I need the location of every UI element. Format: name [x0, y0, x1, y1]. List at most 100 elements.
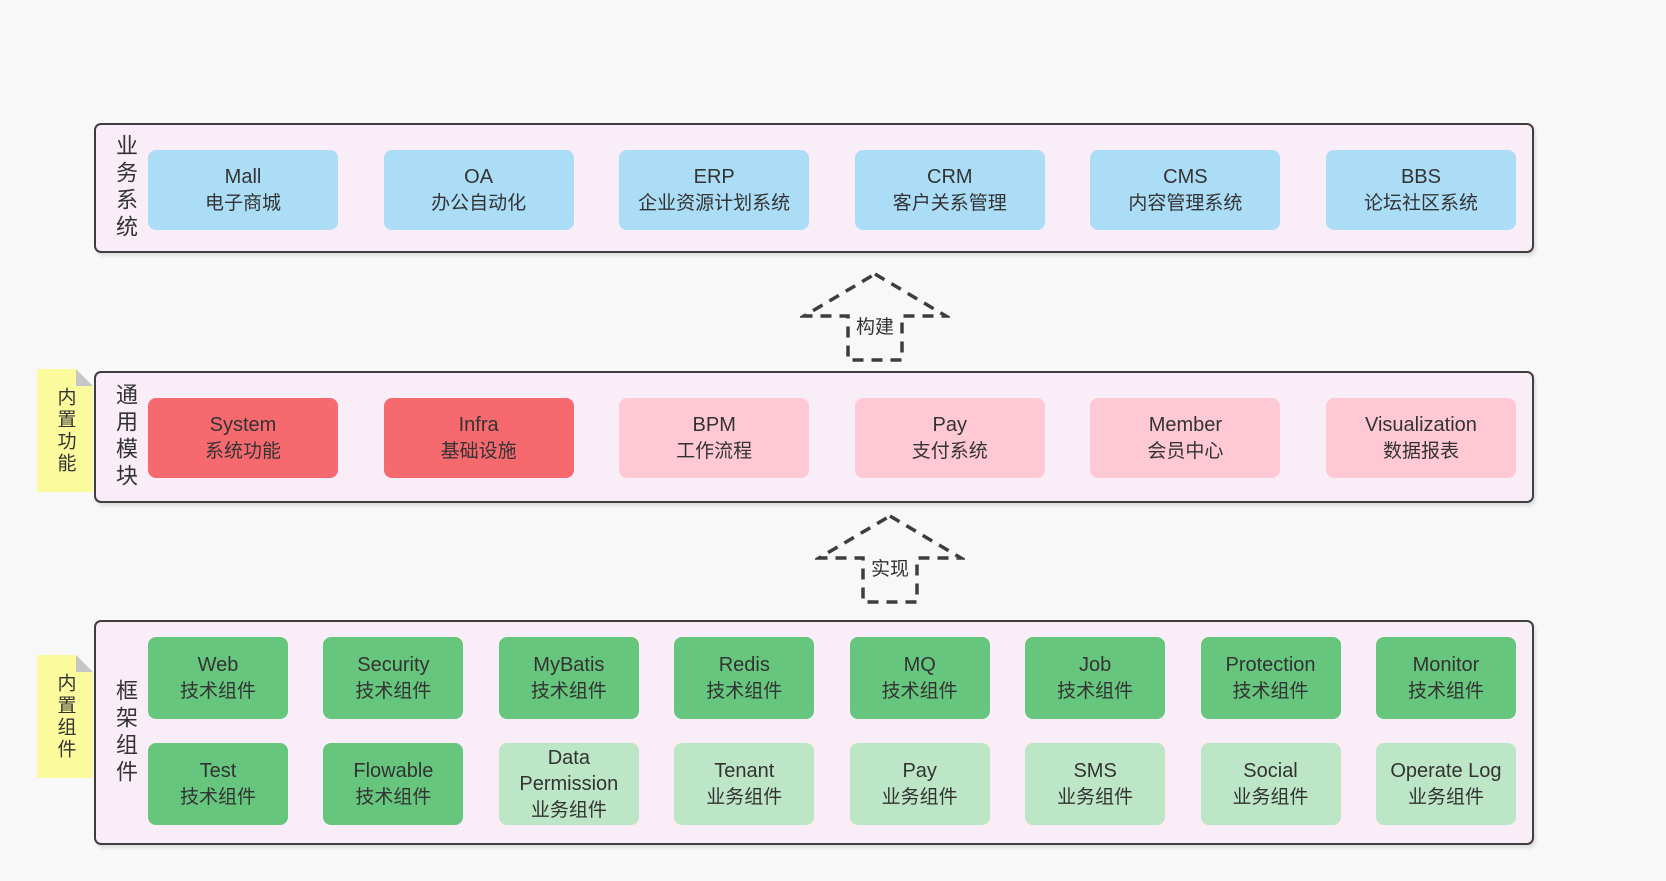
- box-erp: ERP 企业资源计划系统: [619, 150, 810, 230]
- box-subtitle: 技术组件: [881, 680, 958, 702]
- box-visualization: Visualization 数据报表: [1325, 398, 1516, 478]
- box-subtitle: 技术组件: [1057, 680, 1134, 702]
- box-subtitle: 客户关系管理: [892, 192, 1007, 214]
- box-title: Member: [1148, 414, 1223, 437]
- box-subtitle: 业务组件: [1057, 786, 1134, 808]
- box-title: Infra: [458, 414, 499, 437]
- box-title: CRM: [927, 166, 973, 189]
- box-title: Test: [199, 760, 237, 783]
- band-label-business-systems: 业务系统: [113, 134, 138, 242]
- box-bpm: BPM 工作流程: [619, 398, 810, 478]
- box-tenant: Tenant 业务组件: [674, 743, 815, 825]
- box-subtitle: 技术组件: [179, 680, 256, 702]
- box-test: Test 技术组件: [148, 743, 288, 825]
- box-flowable: Flowable 技术组件: [323, 743, 464, 825]
- box-title: SMS: [1073, 760, 1117, 783]
- box-title: Redis: [718, 654, 770, 677]
- box-subtitle: 业务组件: [706, 786, 783, 808]
- box-title: Security: [357, 654, 430, 677]
- box-subtitle: 技术组件: [1407, 680, 1484, 702]
- box-title: Monitor: [1412, 654, 1480, 677]
- box-subtitle: 业务组件: [530, 799, 607, 821]
- box-bbs: BBS 论坛社区系统: [1325, 150, 1516, 230]
- box-title: Data Permission: [519, 747, 619, 796]
- box-subtitle: 系统功能: [204, 440, 281, 462]
- box-subtitle: 支付系统: [911, 440, 988, 462]
- box-title: Protection: [1225, 654, 1316, 677]
- box-title: Mall: [224, 166, 262, 189]
- box-data-permission: Data Permission 业务组件: [498, 743, 639, 825]
- box-oa: OA 办公自动化: [383, 150, 574, 230]
- band-business-systems: 业务系统 Mall 电子商城 OA 办公自动化 ERP 企业资源计划系统 CRM…: [94, 123, 1534, 253]
- box-infra: Infra 基础设施: [383, 398, 574, 478]
- box-title: BPM: [692, 414, 736, 437]
- box-subtitle: 论坛社区系统: [1363, 192, 1478, 214]
- box-sms: SMS 业务组件: [1025, 743, 1166, 825]
- box-social: Social 业务组件: [1200, 743, 1341, 825]
- common-modules-row: System 系统功能 Infra 基础设施 BPM 工作流程 Pay 支付系统…: [148, 398, 1516, 478]
- box-cms: CMS 内容管理系统: [1090, 150, 1281, 230]
- box-subtitle: 业务组件: [1407, 786, 1484, 808]
- box-title: Flowable: [353, 760, 434, 783]
- framework-components-row-2: Test 技术组件 Flowable 技术组件 Data Permission …: [148, 743, 1516, 825]
- box-subtitle: 办公自动化: [431, 192, 527, 214]
- band-common-modules: 通用模块 System 系统功能 Infra 基础设施 BPM 工作流程 Pay…: [94, 371, 1534, 503]
- box-monitor: Monitor 技术组件: [1375, 637, 1516, 719]
- band-label-common-modules: 通用模块: [113, 383, 138, 491]
- box-title: Tenant: [714, 760, 775, 783]
- box-security: Security 技术组件: [323, 637, 464, 719]
- box-subtitle: 技术组件: [179, 786, 256, 808]
- box-subtitle: 内容管理系统: [1128, 192, 1243, 214]
- box-web: Web 技术组件: [148, 637, 288, 719]
- box-system: System 系统功能: [148, 398, 338, 478]
- box-subtitle: 工作流程: [676, 440, 753, 462]
- box-title: System: [209, 414, 277, 437]
- box-subtitle: 业务组件: [1232, 786, 1309, 808]
- box-title: MQ: [903, 654, 936, 677]
- box-protection: Protection 技术组件: [1200, 637, 1341, 719]
- box-subtitle: 电子商城: [204, 192, 281, 214]
- sticky-note-builtin-components: 内置组件: [37, 655, 93, 778]
- box-title: Pay: [902, 760, 937, 783]
- box-title: Social: [1243, 760, 1298, 783]
- box-mq: MQ 技术组件: [849, 637, 990, 719]
- box-subtitle: 技术组件: [706, 680, 783, 702]
- implement-arrow: 实现: [815, 513, 965, 605]
- box-subtitle: 技术组件: [355, 680, 432, 702]
- box-title: Pay: [932, 414, 968, 437]
- box-mall: Mall 电子商城: [148, 150, 338, 230]
- build-arrow: 构建: [800, 271, 950, 363]
- box-pay-business: Pay 业务组件: [849, 743, 990, 825]
- framework-components-row-1: Web 技术组件 Security 技术组件 MyBatis 技术组件 Redi…: [148, 637, 1516, 719]
- box-member: Member 会员中心: [1090, 398, 1281, 478]
- box-title: Web: [197, 654, 239, 677]
- box-title: CMS: [1163, 166, 1208, 189]
- box-title: Job: [1078, 654, 1112, 677]
- box-subtitle: 企业资源计划系统: [638, 192, 791, 214]
- build-arrow-label: 构建: [851, 311, 899, 340]
- box-title: Visualization: [1365, 414, 1477, 437]
- business-systems-row: Mall 电子商城 OA 办公自动化 ERP 企业资源计划系统 CRM 客户关系…: [148, 150, 1516, 230]
- box-subtitle: 技术组件: [1232, 680, 1309, 702]
- box-subtitle: 技术组件: [530, 680, 607, 702]
- box-crm: CRM 客户关系管理: [854, 150, 1045, 230]
- box-subtitle: 业务组件: [881, 786, 958, 808]
- sticky-note-builtin-features: 内置功能: [37, 369, 93, 492]
- box-mybatis: MyBatis 技术组件: [498, 637, 639, 719]
- box-subtitle: 数据报表: [1382, 440, 1459, 462]
- up-arrow-icon: [800, 271, 950, 362]
- band-framework-components: 框架组件 Web 技术组件 Security 技术组件 MyBatis 技术组件…: [94, 620, 1534, 845]
- up-arrow-icon: [815, 513, 965, 604]
- box-title: Operate Log: [1390, 760, 1502, 783]
- box-subtitle: 会员中心: [1147, 440, 1224, 462]
- box-title: BBS: [1400, 166, 1441, 189]
- box-title: OA: [464, 166, 494, 189]
- box-pay: Pay 支付系统: [854, 398, 1045, 478]
- box-title: MyBatis: [533, 654, 605, 677]
- sticky-note-label: 内置功能: [54, 386, 76, 475]
- sticky-note-label: 内置组件: [54, 672, 76, 761]
- box-subtitle: 基础设施: [440, 440, 517, 462]
- box-redis: Redis 技术组件: [674, 637, 815, 719]
- band-label-framework-components: 框架组件: [113, 678, 138, 787]
